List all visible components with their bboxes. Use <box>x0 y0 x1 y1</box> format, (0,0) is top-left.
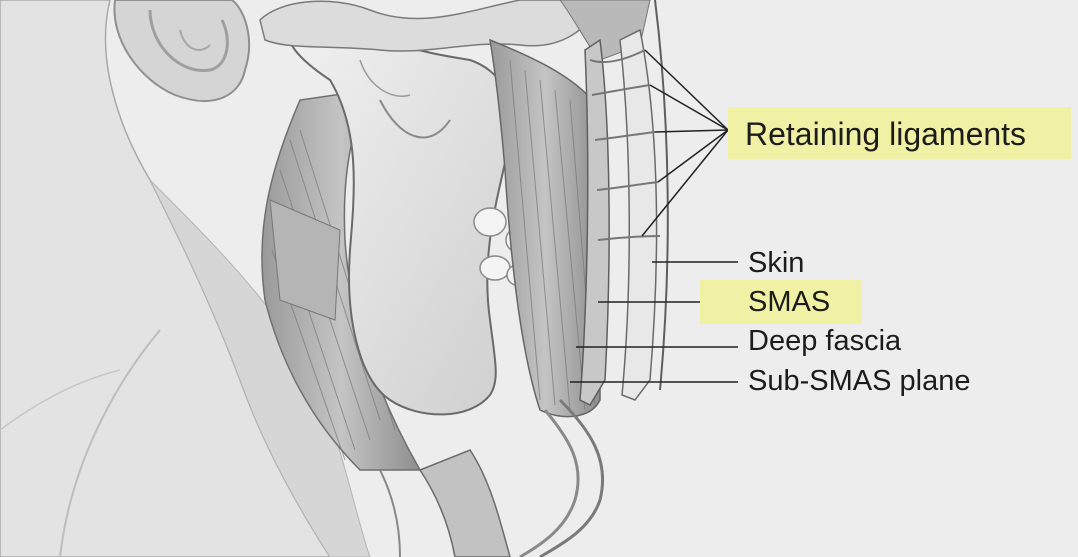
neck-vessels <box>418 449 511 557</box>
skin-layer <box>619 28 658 401</box>
retaining-ligament-fibers <box>589 49 661 241</box>
deep-muscle <box>261 89 422 471</box>
deep-fascia-label: Deep fascia <box>748 325 902 357</box>
retaining-ligaments-leaders <box>641 49 729 237</box>
skin-label: Skin <box>748 247 805 279</box>
ear <box>113 0 250 102</box>
smas-label: SMAS <box>748 286 831 318</box>
retaining-ligaments-highlight <box>728 107 1071 159</box>
retaining-ligaments-label: Retaining ligaments <box>745 116 1027 152</box>
zygomatic-arch <box>259 0 601 52</box>
smas-highlight <box>700 280 862 324</box>
sub-smas-plane-label: Sub-SMAS plane <box>748 365 971 397</box>
